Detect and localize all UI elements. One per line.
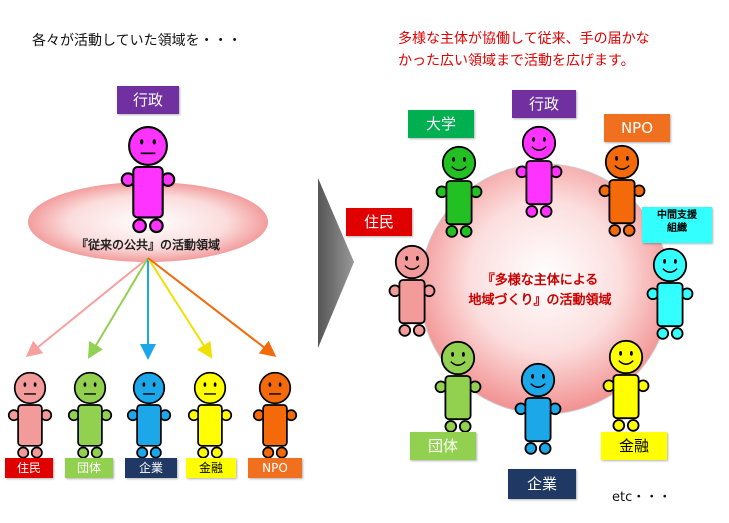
figure-dantai-right xyxy=(434,340,482,433)
right-caption: 多様な主体が協働して従来、手の届かな かった広い領域まで活動を広げます。 xyxy=(398,28,718,72)
right-label-jumin: 住民 xyxy=(346,208,412,236)
right-label-npo: NPO xyxy=(604,114,670,142)
arrow-to-kinyu xyxy=(147,257,213,359)
left-label-gyosei: 行政 xyxy=(117,86,179,114)
right-label-kigyo: 企業 xyxy=(508,469,576,499)
figure-npo-left xyxy=(252,371,298,459)
figure-jumin-left xyxy=(7,371,53,459)
figure-jumin-right xyxy=(388,244,436,337)
figure-chukan-right xyxy=(646,247,694,340)
left-label-npo: NPO xyxy=(248,458,302,478)
figure-kinyu-left xyxy=(187,371,233,459)
arrow-to-npo xyxy=(147,257,277,357)
diverse-actors-area-text-1: 『多様な主体による xyxy=(482,272,599,288)
etc-text: etc・・・ xyxy=(612,490,672,505)
right-label-chukan-line-2: 組織 xyxy=(667,223,687,234)
arrow-to-dantai xyxy=(87,257,149,359)
right-label-daigaku: 大学 xyxy=(408,110,474,138)
left-label-jumin: 住民 xyxy=(5,458,53,478)
figures-group xyxy=(7,125,694,459)
figure-kigyo-left xyxy=(126,371,172,459)
arrows-group xyxy=(25,257,277,360)
figure-kigyo-right xyxy=(514,362,562,455)
traditional-public-area-text: 『従来の公共』の活動領域 xyxy=(76,237,220,252)
diverse-actors-area-text-2: 地域づくり』の活動領域 xyxy=(468,292,611,308)
left-label-kigyo: 企業 xyxy=(125,458,177,478)
figure-kinyu-right xyxy=(602,339,650,432)
figure-npo-right xyxy=(598,144,646,237)
traditional-public-area-ellipse xyxy=(28,182,268,262)
arrow-to-jumin xyxy=(25,257,149,358)
right-label-dantai: 団体 xyxy=(410,432,476,460)
right-label-chukan: 中間支援 組織 xyxy=(642,207,712,243)
figure-gyosei-left xyxy=(120,126,176,234)
figure-gyosei-right xyxy=(515,125,563,218)
figure-dantai-left xyxy=(67,371,113,459)
right-label-chukan-line-1: 中間支援 xyxy=(657,210,697,221)
figure-daigaku-right xyxy=(435,145,483,238)
right-caption-line-1: 多様な主体が協働して従来、手の届かな xyxy=(398,31,650,47)
left-label-dantai: 団体 xyxy=(65,458,113,478)
right-caption-line-2: かった広い領域まで活動を広げます。 xyxy=(398,53,635,69)
left-caption: 各々が活動していた領域を・・・ xyxy=(32,33,242,49)
chevron-arrow-icon xyxy=(318,178,354,348)
left-label-kinyu: 金融 xyxy=(186,458,236,478)
right-label-gyosei: 行政 xyxy=(512,90,576,118)
right-label-kinyu: 金融 xyxy=(601,432,667,460)
